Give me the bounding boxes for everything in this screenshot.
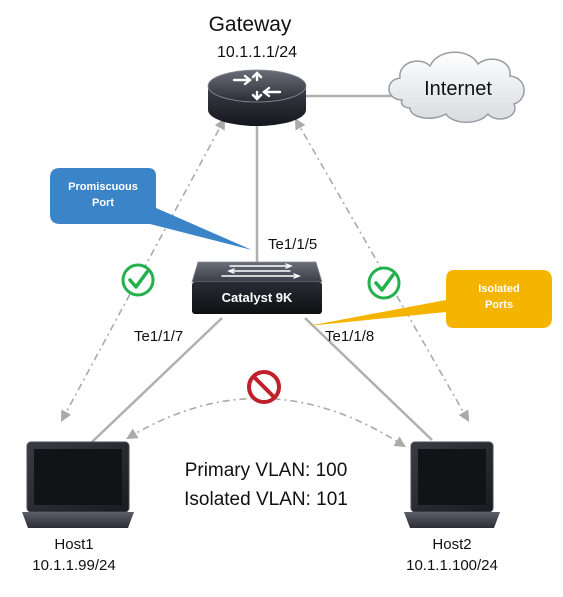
host2-name: Host2 xyxy=(432,536,472,553)
isolated-callout-line2: Ports xyxy=(484,299,514,311)
port-uplink-label: Te1/1/5 xyxy=(268,236,318,253)
laptop-icon-host2 xyxy=(404,441,500,528)
host2-ip: 10.1.1.100/24 xyxy=(406,557,498,574)
promiscuous-callout-line1: Promiscuous xyxy=(68,181,138,193)
internet-label: Internet xyxy=(424,78,492,100)
router-icon xyxy=(207,69,307,126)
blocked-prohibit-icon xyxy=(247,370,281,404)
isolated-vlan-label: Isolated VLAN: 101 xyxy=(184,489,348,510)
callout-promiscuous-port xyxy=(50,168,252,250)
port-host2-label: Te1/1/8 xyxy=(325,328,375,345)
promiscuous-callout-line2: Port xyxy=(92,197,114,209)
callout-isolated-ports xyxy=(308,270,552,328)
host1-ip: 10.1.1.99/24 xyxy=(32,557,116,574)
path-host1-host2-blocked xyxy=(126,397,406,448)
switch-icon xyxy=(191,261,323,314)
gateway-ip: 10.1.1.1/24 xyxy=(216,44,298,61)
port-host1-label: Te1/1/7 xyxy=(134,328,184,345)
host1-name: Host1 xyxy=(54,536,94,553)
primary-vlan-label: Primary VLAN: 100 xyxy=(184,460,348,481)
allowed-check-icon-left xyxy=(121,263,155,297)
isolated-callout-line1: Isolated xyxy=(478,283,520,295)
allowed-check-icon-right xyxy=(367,266,401,300)
laptop-icon-host1 xyxy=(22,441,134,528)
cloud-icon xyxy=(388,51,525,123)
switch-label: Catalyst 9K xyxy=(221,290,293,305)
gateway-title: Gateway xyxy=(208,13,292,36)
